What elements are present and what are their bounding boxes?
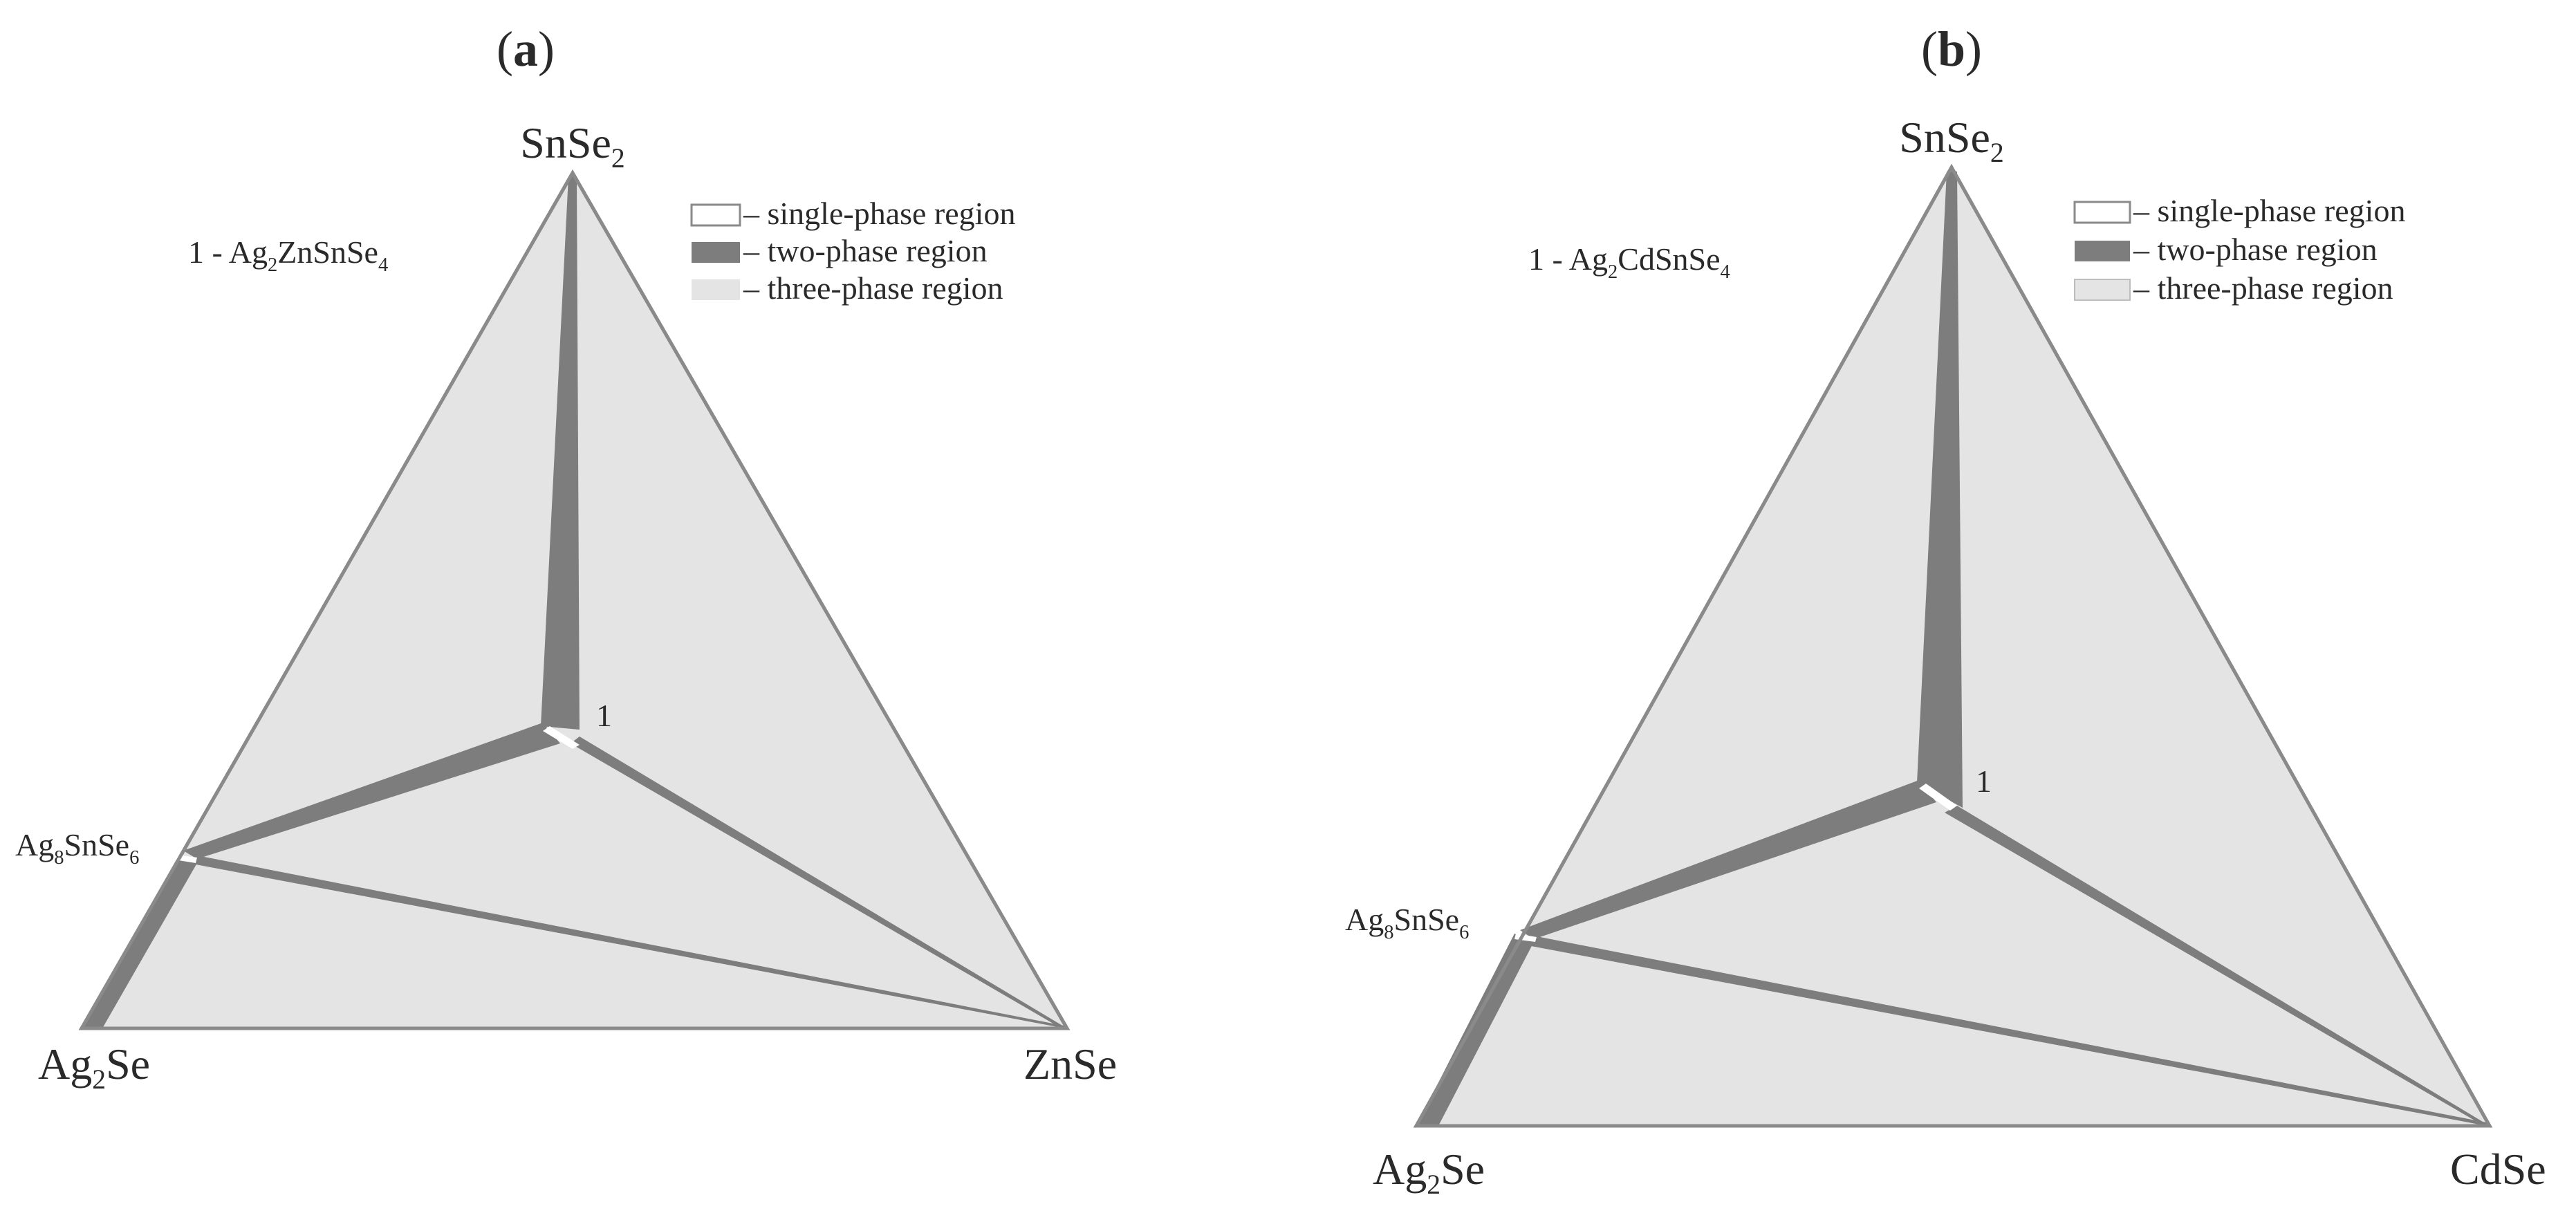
panel-a-two-phase-1-to-znse	[571, 737, 1067, 1028]
panel-b-two-phase-snse2-to-1	[1917, 172, 1963, 808]
panel-b-vertex-left-label: Ag2Se	[1373, 1145, 1485, 1200]
panel-a-vertex-left-label: Ag2Se	[38, 1039, 150, 1095]
panel-a-compound-note: 1 - Ag2ZnSnSe4	[188, 234, 388, 276]
panel-b-legend: – single-phase region – two-phase region…	[2073, 193, 2405, 306]
panel-b-legend-swatch-two	[2075, 241, 2130, 261]
panel-a: (a) SnSe2 Ag2Se ZnSe Ag8SnSe6 1 1 - Ag2Z…	[15, 21, 1117, 1095]
panel-a-intermediate-label: Ag8SnSe6	[15, 827, 139, 869]
panel-b-label: (b)	[1921, 21, 1982, 77]
panel-a-two-phase-1-to-ag8snse6	[183, 723, 560, 859]
panel-b-legend-two-text: – two-phase region	[2133, 232, 2378, 267]
panel-b-single-phase-1	[1919, 784, 1957, 811]
panel-a-legend-two-text: – two-phase region	[743, 233, 988, 268]
panel-b-triangle-outline	[1413, 163, 2493, 1128]
panel-b-two-phase-ag2se-to-ag8snse6	[1416, 934, 1534, 1126]
panel-a-label: (a)	[497, 21, 555, 77]
panel-a-legend-swatch-single	[690, 203, 741, 227]
panel-b-two-phase-1-to-cdse	[1945, 806, 2490, 1126]
panel-b-intermediate-label: Ag8SnSe6	[1345, 902, 1469, 943]
panel-a-single-phase-1	[543, 726, 580, 749]
panel-b-legend-swatch-single	[2073, 201, 2131, 224]
panel-a-legend-swatch-three	[692, 279, 740, 300]
panel-b-legend-three-text: – three-phase region	[2133, 270, 2393, 306]
panel-a-legend-three-text: – three-phase region	[743, 270, 1003, 306]
panel-b-vertex-right-label: CdSe	[2450, 1145, 2546, 1194]
panel-b-point-label: 1	[1976, 763, 1992, 799]
panel-a-point-label: 1	[596, 698, 612, 733]
panel-a-vertex-right-label: ZnSe	[1023, 1039, 1117, 1089]
panel-a-two-phase-ag2se-to-ag8snse6	[82, 856, 197, 1028]
panel-a-legend-swatch-two	[692, 242, 740, 263]
panel-b: (b) SnSe2 Ag2Se CdSe Ag8SnSe6 1 1 - Ag2C…	[1345, 21, 2546, 1200]
panel-b-vertex-top-label: SnSe2	[1899, 113, 2003, 168]
panel-b-compound-note: 1 - Ag2CdSnSe4	[1528, 241, 1730, 283]
panel-a-vertex-top-label: SnSe2	[520, 118, 624, 174]
panel-a-two-phase-snse2-to-1	[541, 176, 580, 730]
panel-b-two-phase-ag8snse6-to-cdse	[1530, 935, 2490, 1126]
panel-b-legend-swatch-three	[2074, 279, 2131, 301]
panel-a-legend-single-text: – single-phase region	[743, 196, 1015, 231]
panel-a-two-phase-ag8snse6-to-znse	[194, 855, 1067, 1028]
panel-b-two-phase-1-to-ag8snse6	[1520, 780, 1936, 939]
panel-a-legend: – single-phase region – two-phase region…	[690, 196, 1015, 306]
panel-b-legend-single-text: – single-phase region	[2133, 193, 2405, 228]
panel-a-triangle-outline	[78, 169, 1071, 1030]
